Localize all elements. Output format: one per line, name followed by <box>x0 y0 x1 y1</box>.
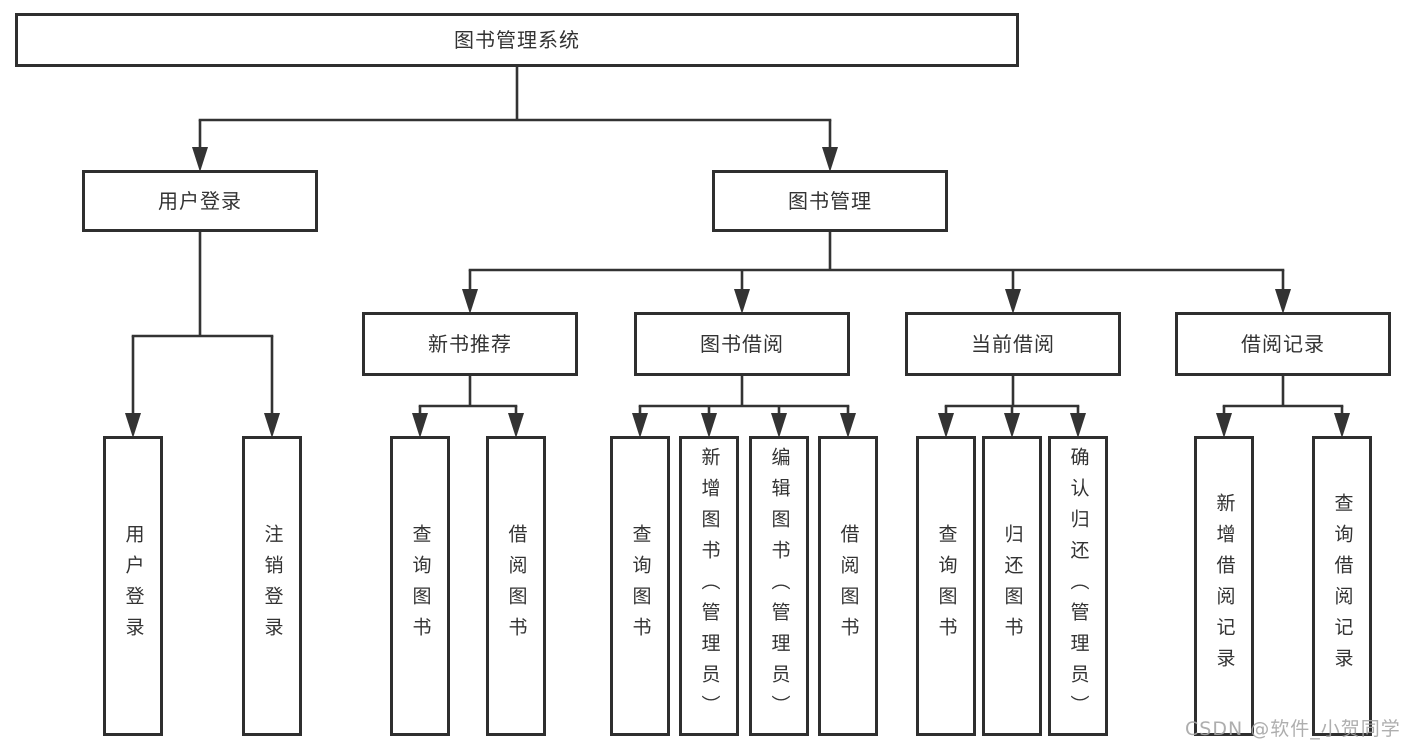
node-book-borrowing: 图书借阅 <box>634 312 850 376</box>
leaf-borrow-books: 借阅图书 <box>818 436 878 736</box>
leaf-add-borrow-record: 新增借阅记录 <box>1194 436 1254 736</box>
leaf-query-books-current: 查询图书 <box>916 436 976 736</box>
node-current-borrowing: 当前借阅 <box>905 312 1121 376</box>
csdn-watermark: CSDN @软件_小贺同学 <box>1185 718 1401 740</box>
leaf-logout: 注销登录 <box>242 436 302 736</box>
leaf-borrow-books-recommend: 借阅图书 <box>486 436 546 736</box>
node-library-management-system: 图书管理系统 <box>15 13 1019 67</box>
node-borrowing-records: 借阅记录 <box>1175 312 1391 376</box>
leaf-add-book-admin: 新增图书（管理员） <box>679 436 739 736</box>
node-user-login: 用户登录 <box>82 170 318 232</box>
leaf-confirm-return-admin: 确认归还（管理员） <box>1048 436 1108 736</box>
node-new-book-recommend: 新书推荐 <box>362 312 578 376</box>
leaf-query-borrow-record: 查询借阅记录 <box>1312 436 1372 736</box>
leaf-user-login: 用户登录 <box>103 436 163 736</box>
leaf-query-books-recommend: 查询图书 <box>390 436 450 736</box>
leaf-return-book: 归还图书 <box>982 436 1042 736</box>
leaf-edit-book-admin: 编辑图书（管理员） <box>749 436 809 736</box>
node-book-management: 图书管理 <box>712 170 948 232</box>
leaf-query-books-borrow: 查询图书 <box>610 436 670 736</box>
